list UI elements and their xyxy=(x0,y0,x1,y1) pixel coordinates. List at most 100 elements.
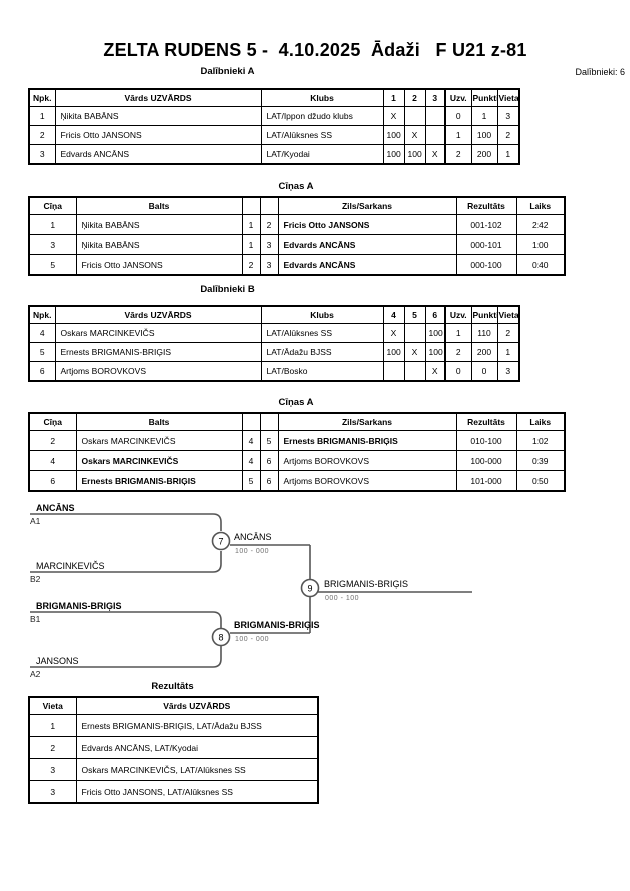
cell-zils: Artjoms BOROVKOVS xyxy=(277,450,457,471)
bracket-winner-score: 100 - 000 xyxy=(235,548,270,555)
col-uzv: Uzv. xyxy=(444,88,472,107)
col-rezultats: Rezultāts xyxy=(455,196,517,215)
table-dalibnieki-a: Npk. Vārds UZVĀRDS Klubs 1 2 3 Uzv. Punk… xyxy=(28,88,520,165)
cell-balts-no: 1 xyxy=(241,214,261,235)
col-name: Vārds UZVĀRDS xyxy=(54,305,262,324)
table-cinas-b: Cīņa Balts Zils/Sarkans Rezultāts Laiks … xyxy=(28,412,566,492)
col-4: 4 xyxy=(382,305,405,324)
cell-club: LAT/Alūksnes SS xyxy=(260,323,384,343)
cell-npk: 3 xyxy=(28,144,56,165)
table-header-row: Npk. Vārds UZVĀRDS Klubs 1 2 3 Uzv. Punk… xyxy=(28,88,520,107)
table-row: 1 Ņikita BABĀNS LAT/Ippon džudo klubs X … xyxy=(28,106,520,126)
table-header-row: Vieta Vārds UZVĀRDS xyxy=(28,696,319,715)
cell-club: LAT/Bosko xyxy=(260,361,384,382)
bracket-winner-name: BRIGMANIS-BRIĢIS xyxy=(234,620,320,630)
cell-cina: 1 xyxy=(28,214,77,235)
bracket-line-slot-b2 xyxy=(30,551,222,573)
bracket-lines: 7 9 8 xyxy=(30,513,472,668)
table-cinas-a: Cīņa Balts Zils/Sarkans Rezultāts Laiks … xyxy=(28,196,566,276)
col-vieta: Vieta xyxy=(28,696,77,715)
col-vieta: Vieta xyxy=(496,88,520,107)
match-8-number: 8 xyxy=(218,633,223,643)
bracket-line-slot-a2 xyxy=(30,646,222,668)
cell-vieta: 2 xyxy=(28,736,77,759)
cell-cina: 6 xyxy=(28,470,77,492)
bracket-slot-name: MARCINKEVIČS xyxy=(36,561,105,571)
col-uzv: Uzv. xyxy=(444,305,472,324)
cell-laiks: 0:50 xyxy=(515,470,566,492)
col-balts-no xyxy=(241,412,261,431)
col-name: Vārds UZVĀRDS xyxy=(54,88,262,107)
cell-zils-no: 2 xyxy=(259,214,279,235)
bracket-winner-score: 100 - 000 xyxy=(235,636,270,643)
cell-zils-no: 3 xyxy=(259,234,279,255)
col-npk: Npk. xyxy=(28,88,56,107)
cell-laiks: 1:00 xyxy=(515,234,566,255)
cell-club: LAT/Kyodai xyxy=(260,144,384,165)
cell-uzv: 2 xyxy=(444,144,472,165)
table-header-row: Cīņa Balts Zils/Sarkans Rezultāts Laiks xyxy=(28,412,566,431)
cell-score-3 xyxy=(424,106,446,126)
cell-score-4: X xyxy=(382,323,405,343)
bracket-line-slot-b1 xyxy=(30,611,222,628)
cell-zils-no: 5 xyxy=(259,430,279,451)
cell-balts-no: 4 xyxy=(241,430,261,451)
cell-zils: Edvards ANCĀNS xyxy=(277,254,457,276)
cell-score-5: X xyxy=(403,342,426,362)
cell-zils-no: 6 xyxy=(259,470,279,492)
cell-vieta: 3 xyxy=(496,361,520,382)
cell-score-6: 100 xyxy=(424,323,446,343)
col-6: 6 xyxy=(424,305,446,324)
cell-vieta: 2 xyxy=(496,323,520,343)
col-laiks: Laiks xyxy=(515,196,566,215)
bracket-line-slot-a1 xyxy=(30,513,222,531)
cell-zils: Edvards ANCĀNS xyxy=(277,234,457,255)
table-row: 1 Ernests BRIGMANIS-BRIĢIS, LAT/Ādažu BJ… xyxy=(28,714,319,737)
match-9-circle xyxy=(300,578,320,598)
cell-score-5 xyxy=(403,361,426,382)
cell-rezultats: 000-101 xyxy=(455,234,517,255)
page-title: ZELTA RUDENS 5 - 4.10.2025 Ādaži F U21 z… xyxy=(103,40,527,60)
table-row: 5 Ernests BRIGMANIS-BRIĢIS LAT/Ādažu BJS… xyxy=(28,342,520,362)
col-punkti: Punkti xyxy=(470,88,498,107)
col-zils-no xyxy=(259,412,279,431)
bracket-winner-name: BRIGMANIS-BRIĢIS xyxy=(324,579,409,589)
cell-balts-no: 1 xyxy=(241,234,261,255)
bracket-slot-seed: B2 xyxy=(30,574,41,584)
cell-name: Fricis Otto JANSONS, LAT/Alūksnes SS xyxy=(75,780,319,804)
cell-score-6: X xyxy=(424,361,446,382)
table-row: 1 Ņikita BABĀNS 1 2 Fricis Otto JANSONS … xyxy=(28,214,566,235)
cell-npk: 4 xyxy=(28,323,56,343)
table-row: 5 Fricis Otto JANSONS 2 3 Edvards ANCĀNS… xyxy=(28,254,566,276)
match-8-circle xyxy=(211,627,231,647)
cell-zils: Fricis Otto JANSONS xyxy=(277,214,457,235)
table-dalibnieki-b: Npk. Vārds UZVĀRDS Klubs 4 5 6 Uzv. Punk… xyxy=(28,305,520,382)
cell-name: Artjoms BOROVKOVS xyxy=(54,361,262,382)
table-row: 3 Oskars MARCINKEVIČS, LAT/Alūksnes SS xyxy=(28,758,319,781)
cell-punkti: 1 xyxy=(470,106,498,126)
cell-uzv: 1 xyxy=(444,323,472,343)
col-name: Vārds UZVĀRDS xyxy=(75,696,319,715)
table-row: 2 Fricis Otto JANSONS LAT/Alūksnes SS 10… xyxy=(28,125,520,145)
cell-balts: Fricis Otto JANSONS xyxy=(75,254,243,276)
table-row: 2 Oskars MARCINKEVIČS 4 5 Ernests BRIGMA… xyxy=(28,430,566,451)
col-2: 2 xyxy=(403,88,426,107)
cell-score-4: 100 xyxy=(382,342,405,362)
cell-vieta: 1 xyxy=(496,144,520,165)
cell-balts: Ņikita BABĀNS xyxy=(75,214,243,235)
cell-laiks: 0:39 xyxy=(515,450,566,471)
cell-rezultats: 000-100 xyxy=(455,254,517,276)
cell-balts-no: 2 xyxy=(241,254,261,276)
bracket-slot-name: JANSONS xyxy=(36,656,79,666)
col-vieta: Vieta xyxy=(496,305,520,324)
cell-cina: 5 xyxy=(28,254,77,276)
cell-score-1: X xyxy=(382,106,405,126)
cell-balts-no: 5 xyxy=(241,470,261,492)
table-row: 6 Artjoms BOROVKOVS LAT/Bosko X 0 0 3 xyxy=(28,361,520,382)
col-club: Klubs xyxy=(260,88,384,107)
col-balts: Balts xyxy=(75,412,243,431)
cell-cina: 2 xyxy=(28,430,77,451)
section-title-rezultats: Rezultāts xyxy=(151,681,194,692)
cell-club: LAT/Ippon džudo klubs xyxy=(260,106,384,126)
